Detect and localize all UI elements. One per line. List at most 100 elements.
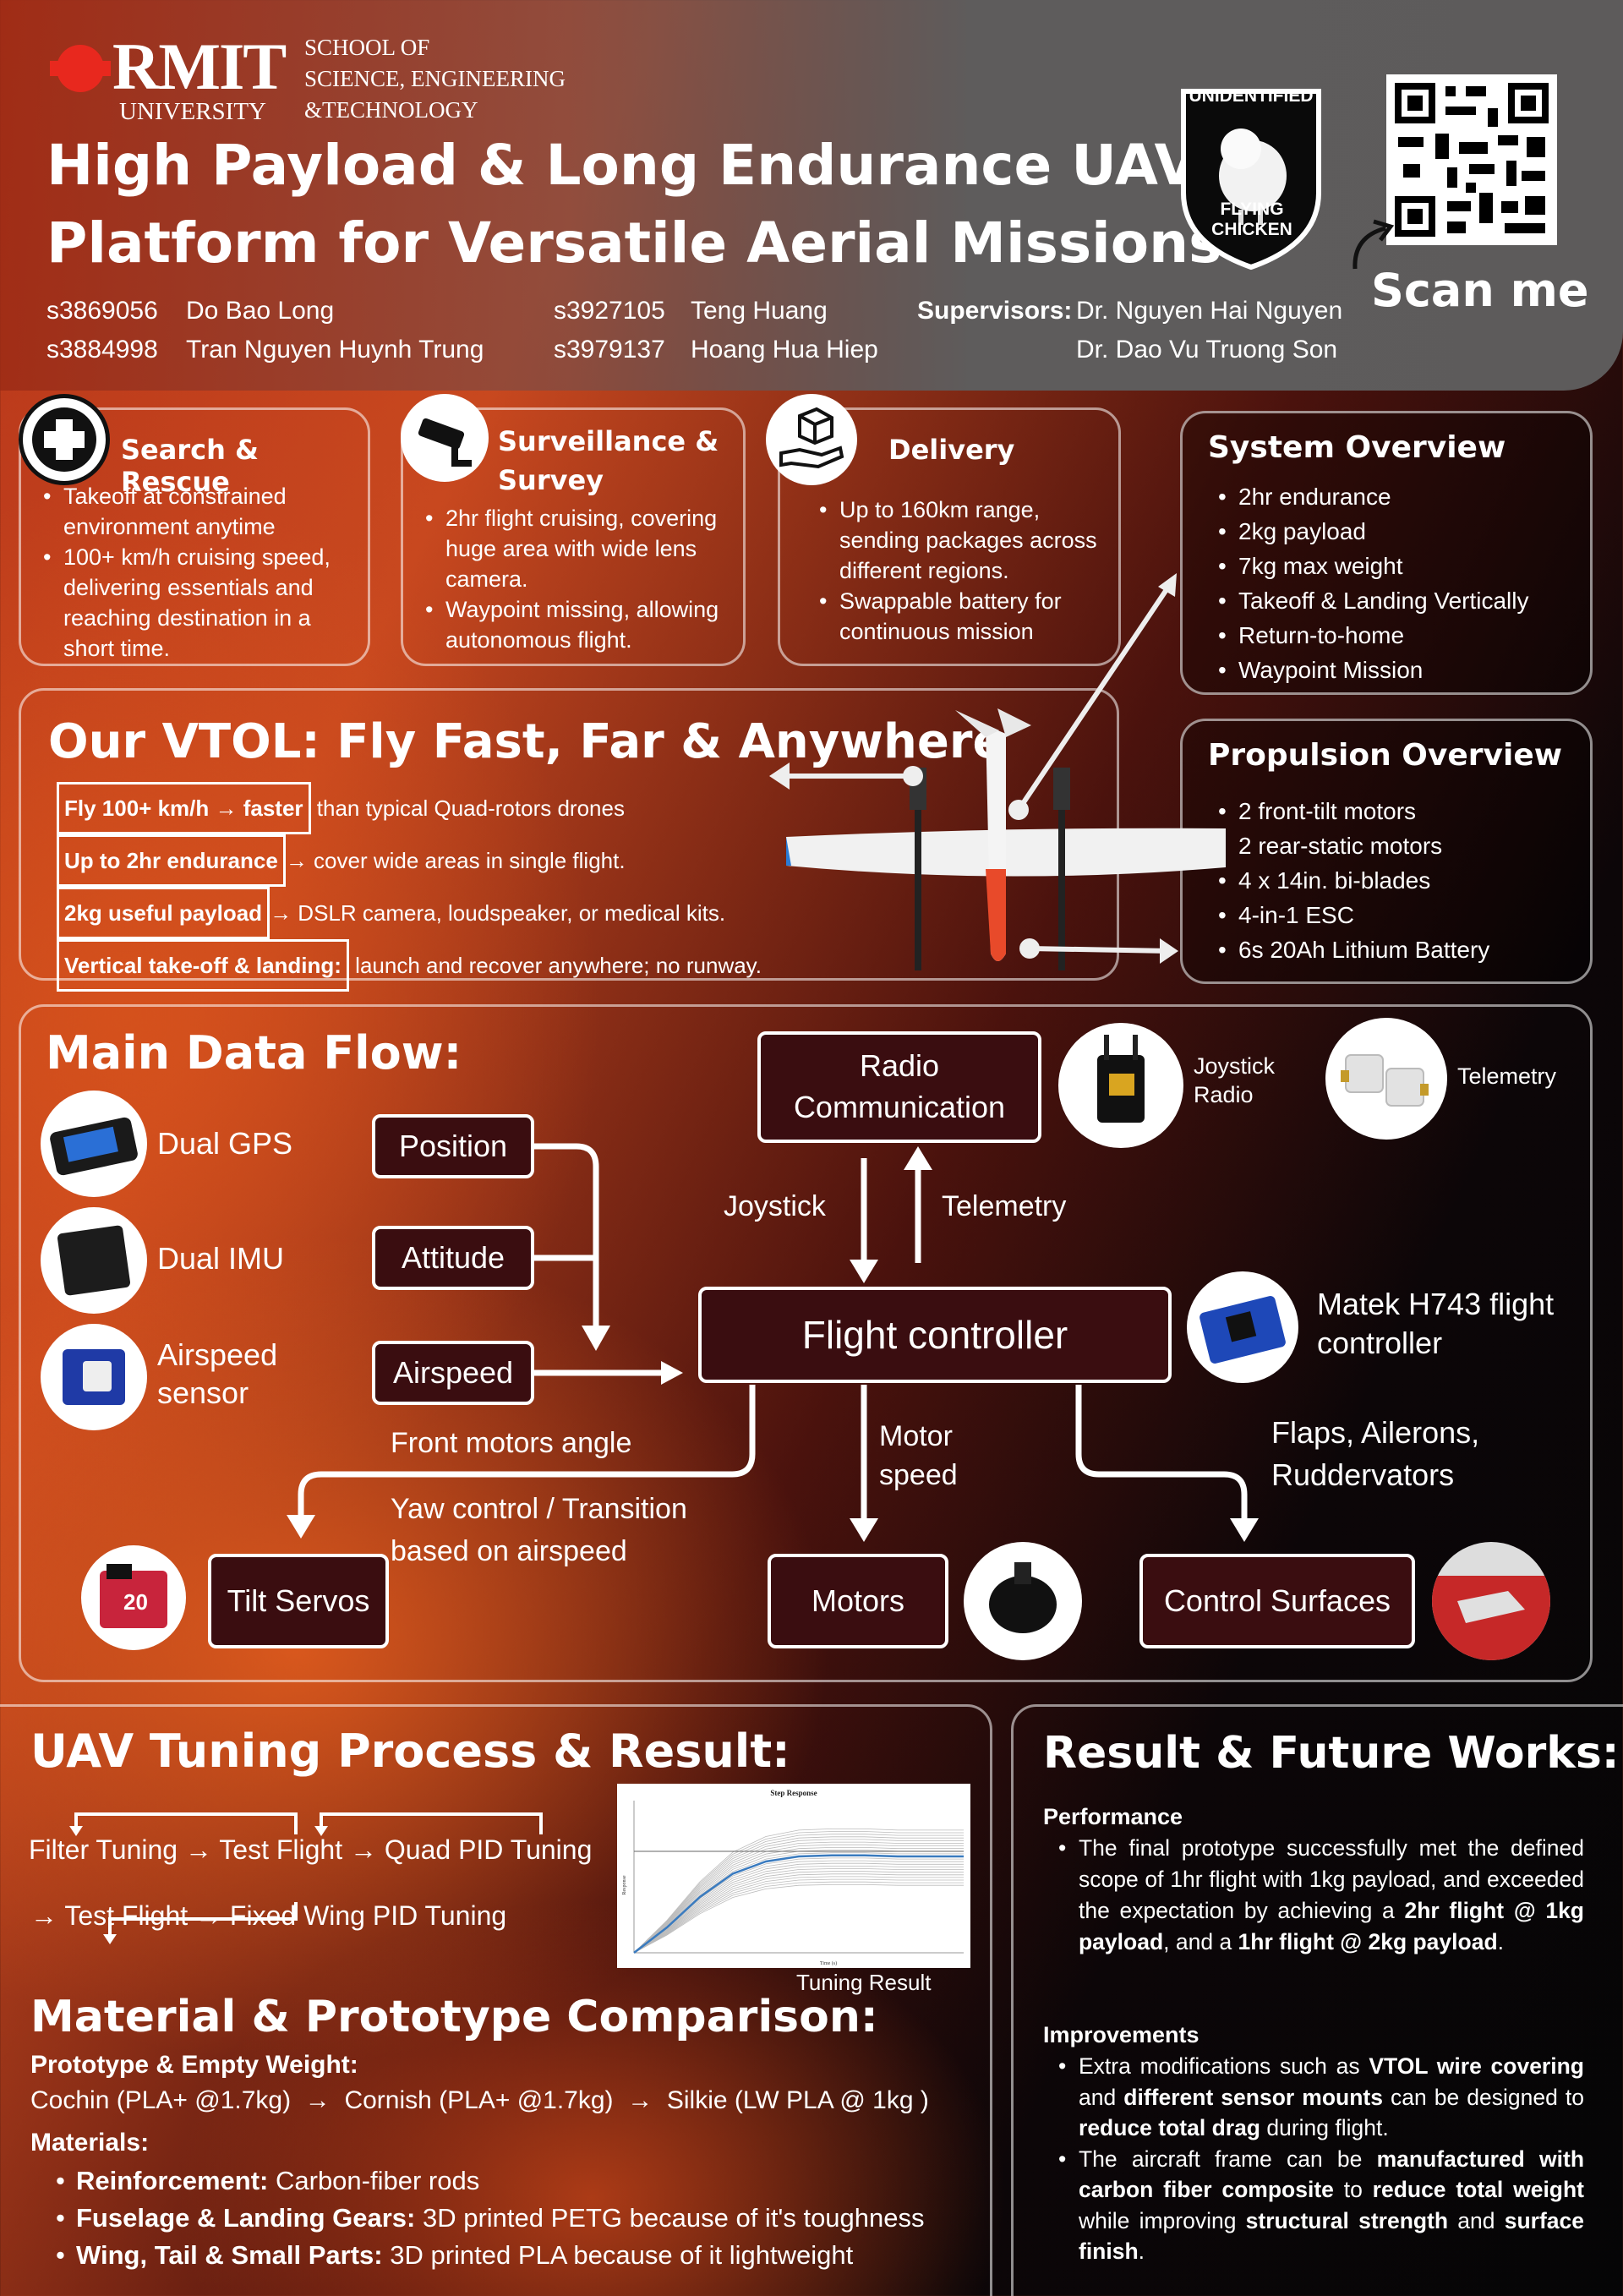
position-box: Position: [372, 1114, 534, 1178]
radio-communication-box: Radio Communication: [757, 1031, 1041, 1143]
materials-list: Reinforcement: Carbon-fiber rods Fuselag…: [51, 2162, 925, 2274]
vtol-aircraft-image: [786, 708, 1226, 970]
background-trace: [633, 1862, 964, 1954]
background-trace: [633, 1871, 964, 1954]
student-list: s3869056 Do Bao Long s3884998 Tran Nguye…: [46, 292, 1357, 376]
mission-surveillance: Surveillance & Survey 2hr flight cruisin…: [401, 407, 746, 666]
header-panel: [0, 0, 1623, 391]
airspeed-sensor-image: [41, 1324, 147, 1430]
rmit-wordmark: RMIT: [112, 30, 287, 103]
background-trace: [633, 1841, 964, 1954]
background-trace: [633, 1878, 964, 1954]
mission-delivery: Delivery Up to 160km range, sending pack…: [778, 407, 1121, 666]
system-overview-panel: System Overview 2hr endurance 2kg payloa…: [1180, 411, 1593, 695]
background-trace: [633, 1873, 964, 1954]
mission-search-rescue: Search & Rescue Takeoff at constrained e…: [19, 407, 370, 666]
vtol-title: Our VTOL: Fly Fast, Far & Anywhere: [48, 714, 1005, 769]
control-surfaces-box: Control Surfaces: [1139, 1554, 1415, 1648]
feature-endurance: Up to 2hr endurance→ cover wide areas in…: [57, 834, 762, 887]
tuning-material-panel: [0, 1704, 992, 2296]
background-trace: [633, 1876, 964, 1954]
tuning-loop-arrows: [69, 1812, 543, 1944]
prototype-line: Cochin (PLA+ @1.7kg) → Cornish (PLA+ @1.…: [30, 2086, 929, 2114]
vtol-panel: Our VTOL: Fly Fast, Far & Anywhere Fly 1…: [19, 688, 1119, 992]
yaw-control-label: Yaw control / Transition based on airspe…: [391, 1493, 687, 1567]
university-wordmark: UNIVERSITY: [119, 98, 266, 125]
motors-box: Motors: [768, 1554, 948, 1648]
data-flow-title: Main Data Flow:: [46, 1026, 462, 1080]
badge-top-text: UNIDENTIFIED: [1189, 86, 1314, 106]
tuning-chart-caption: Tuning Result: [796, 1970, 932, 1995]
background-trace: [633, 1852, 964, 1954]
joystick-radio-label: Joystick Radio: [1194, 1053, 1276, 1107]
telemetry-label: Telemetry: [942, 1190, 1067, 1222]
control-surface-signals-label: Flaps, Ailerons, Ruddervators: [1271, 1415, 1480, 1492]
matek-fc-image: [1187, 1271, 1298, 1383]
background-trace: [633, 1844, 964, 1954]
vtol-callout-arrows: [769, 573, 1178, 964]
background-trace: [633, 1884, 964, 1954]
background-trace: [633, 1829, 964, 1954]
rmit-logo: RMIT UNIVERSITY: [46, 30, 300, 125]
airspeed-box: Airspeed: [372, 1341, 534, 1405]
joystick-label: Joystick: [724, 1190, 826, 1222]
package-hand-icon: [766, 394, 857, 485]
flight-controller-box: Flight controller: [698, 1287, 1172, 1383]
background-trace: [633, 1836, 964, 1954]
tuning-step-line2: → Test Flight → Fixed Wing PID Tuning: [30, 1900, 507, 1931]
telemetry-image-label: Telemetry: [1457, 1063, 1557, 1089]
step-response-chart: Step Response Time (s) Response: [622, 1789, 964, 1966]
background-trace: [633, 1881, 964, 1954]
performance-text: The final prototype successfully met the…: [1053, 1833, 1584, 1958]
materials-label: Materials:: [30, 2129, 150, 2157]
vtol-features: Fly 100+ km/h → faster than typical Quad…: [57, 782, 762, 992]
tuning-title: UAV Tuning Process & Result:: [30, 1725, 790, 1778]
front-motors-label: Front motors angle: [391, 1427, 632, 1459]
result-panel: [1011, 1704, 1623, 2296]
data-flow-panel: [19, 1004, 1593, 1682]
servo-image: 20: [81, 1545, 186, 1650]
badge-bottom-text: FLYING CHICKEN: [1211, 200, 1292, 239]
qr-icon: [1395, 83, 1549, 237]
chart-background-traces: [633, 1829, 964, 1954]
imu-module-image: [41, 1207, 147, 1314]
school-name: SCHOOL OF SCIENCE, ENGINEERING &TECHNOLO…: [304, 35, 566, 123]
motor-image: [964, 1542, 1082, 1660]
feature-vtol: Vertical take-off & landing: launch and …: [57, 939, 762, 992]
dual-imu-label: Dual IMU: [157, 1241, 285, 1276]
improvements-text: Extra modifications such as VTOL wire co…: [1053, 2051, 1584, 2267]
arrow-icon: [1352, 219, 1395, 270]
page-title: High Payload & Long Endurance UAV Platfo…: [46, 133, 1222, 276]
chart-ylabel: Response: [622, 1875, 627, 1894]
attitude-box: Attitude: [372, 1226, 534, 1290]
background-trace: [633, 1866, 964, 1954]
feature-speed: Fly 100+ km/h → faster than typical Quad…: [57, 782, 762, 834]
motor-speed-label: Motor speed: [879, 1420, 958, 1491]
dual-gps-label: Dual GPS: [157, 1126, 293, 1161]
tuning-chart: Step Response Time (s) Response: [617, 1784, 970, 1968]
feature-payload: 2kg useful payload→ DSLR camera, loudspe…: [57, 887, 762, 939]
gps-module-image: [41, 1091, 147, 1197]
supervisors-label: Supervisors:: [917, 297, 1073, 325]
data-flow-arrows: [0, 0, 1623, 1691]
team-badge: UNIDENTIFIED FLYING CHICKEN: [1175, 74, 1327, 271]
joystick-radio-image: [1058, 1023, 1183, 1148]
control-surface-image: [1432, 1542, 1550, 1660]
background-trace: [633, 1860, 964, 1954]
first-aid-icon: [19, 394, 110, 485]
background-trace: [633, 1839, 964, 1954]
background-trace: [633, 1831, 964, 1954]
airspeed-sensor-label: Airspeed sensor: [157, 1337, 278, 1410]
prototype-label: Prototype & Empty Weight:: [30, 2051, 358, 2079]
chart-xlabel: Time (s): [820, 1960, 837, 1966]
chart-title: Step Response: [770, 1789, 817, 1797]
qr-code[interactable]: [1386, 74, 1557, 245]
series-line: [633, 1854, 964, 1954]
tuning-step-line1: Filter Tuning → Test Flight → Quad PID T…: [29, 1834, 593, 1865]
result-title: Result & Future Works:: [1043, 1728, 1620, 1779]
background-trace: [633, 1868, 964, 1954]
material-title: Material & Prototype Comparison:: [30, 1992, 878, 2042]
background-trace: [633, 1847, 964, 1954]
background-trace: [633, 1834, 964, 1954]
matek-fc-label: Matek H743 flight controller: [1317, 1287, 1555, 1360]
